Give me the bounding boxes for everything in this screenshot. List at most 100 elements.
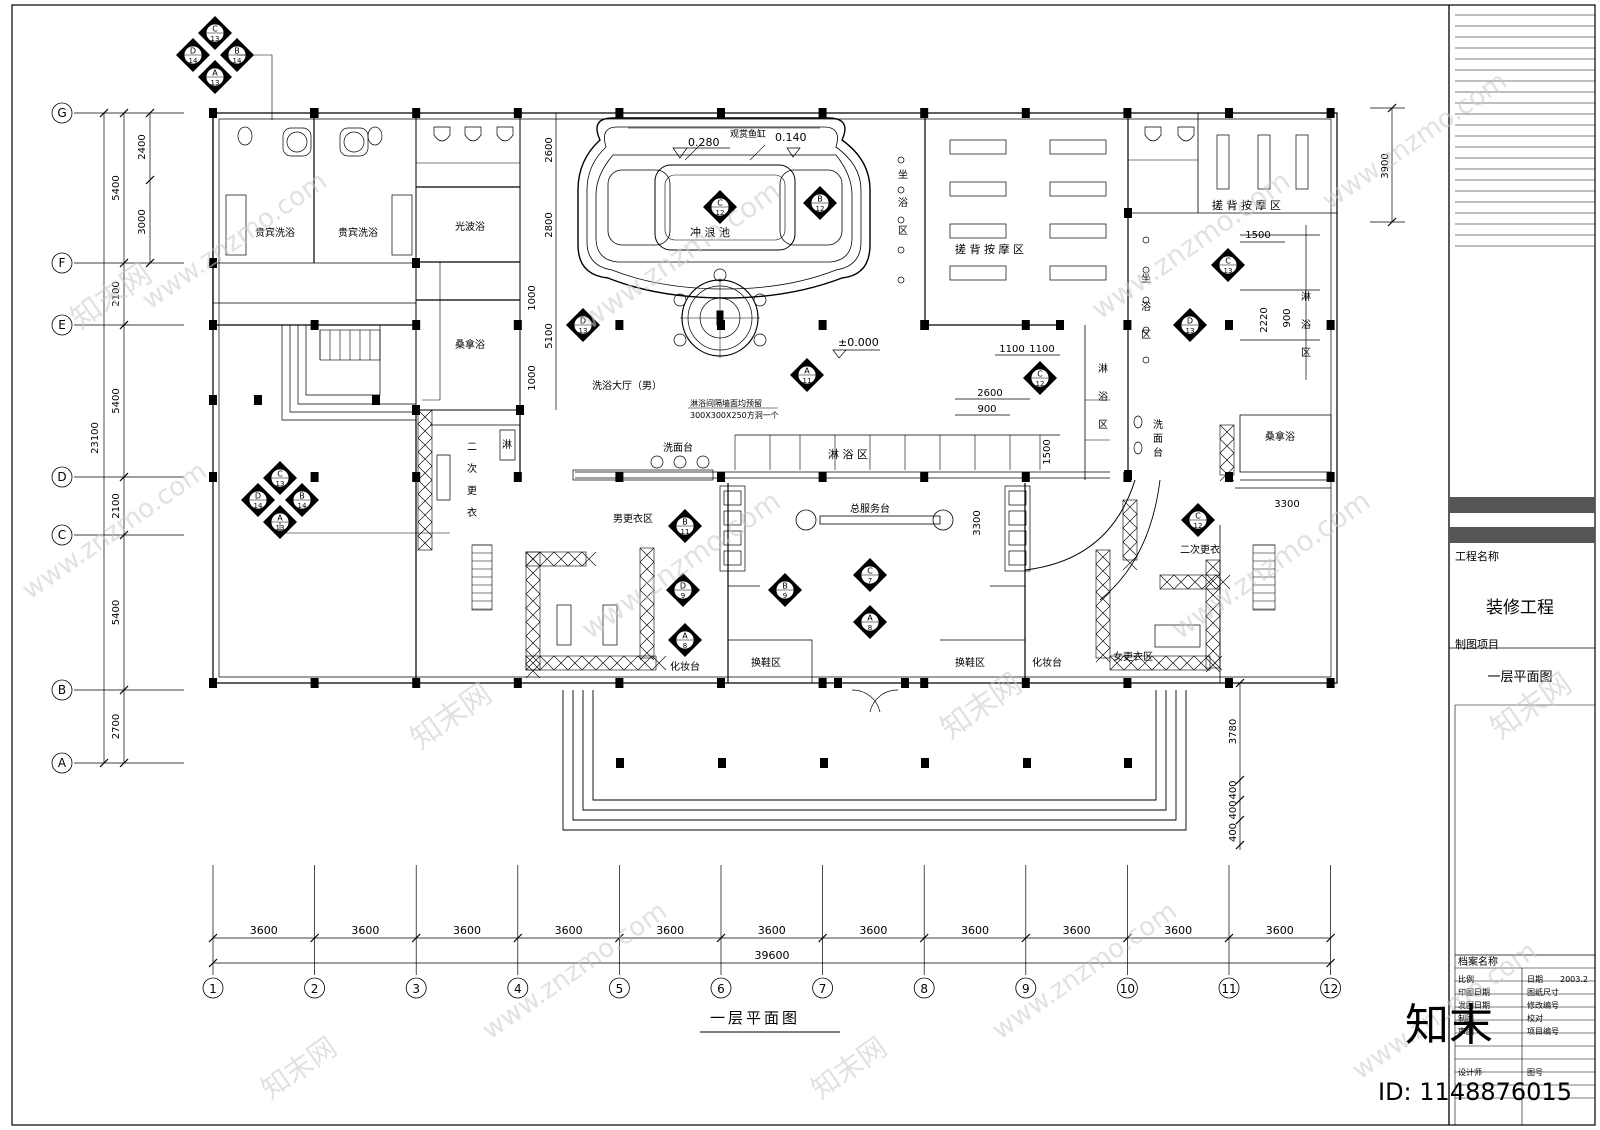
dim-inner: 2600	[544, 137, 555, 162]
column	[412, 258, 420, 268]
svg-text:11: 11	[681, 528, 690, 536]
index-mark-left: D14	[241, 483, 275, 517]
column	[1326, 320, 1335, 330]
structural-columns	[209, 108, 1335, 768]
svg-text:14: 14	[298, 502, 307, 510]
room-vip-bath-1: 贵宾洗浴	[255, 226, 295, 239]
dim-bay: 3600	[859, 924, 887, 937]
watermark-8: 知末网	[405, 676, 499, 756]
column-axis-bubble	[1117, 977, 1138, 999]
room-fish-tank: 观赏鱼缸	[730, 128, 766, 140]
column	[1021, 472, 1030, 482]
index-mark-up: C13	[198, 16, 232, 50]
section-mark: D13	[566, 308, 600, 342]
vertical-label-washbasin_right: 面	[1153, 434, 1163, 445]
column	[921, 320, 929, 330]
watermark-9: 知末网	[935, 666, 1029, 746]
column	[1124, 208, 1132, 218]
column	[920, 108, 929, 118]
row-axis-label: F	[59, 256, 66, 270]
column	[718, 758, 726, 768]
massage-table	[949, 265, 1007, 281]
title-field: 图号	[1527, 1068, 1543, 1077]
column-axis-label: 8	[920, 982, 928, 996]
massage-table	[949, 223, 1007, 239]
column-axis-bubble	[405, 977, 427, 999]
svg-text:8: 8	[683, 642, 687, 650]
room-washbasin: 洗面台	[663, 441, 693, 454]
watermark-4: www.znzmo.com	[575, 174, 786, 336]
column	[818, 320, 827, 330]
svg-text:D: D	[680, 582, 686, 591]
column-axis-label: 7	[819, 982, 827, 996]
project-name-label: 工程名称	[1455, 549, 1499, 563]
column	[1021, 108, 1030, 118]
dim-left: 5400	[111, 600, 122, 625]
fixtures	[225, 126, 1195, 572]
column-axis-label: 2	[311, 982, 319, 996]
column	[310, 472, 319, 482]
index-mark-four-way	[237, 54, 450, 534]
column-axis-bubble	[1015, 977, 1037, 999]
title-field: 日期	[1527, 975, 1543, 984]
row-axis-label: E	[58, 318, 66, 332]
vertical-label-shower_far: 区	[1301, 347, 1311, 359]
column	[1021, 320, 1030, 330]
title-field: 图纸尺寸	[1527, 987, 1559, 997]
toilet	[433, 126, 451, 142]
column	[615, 678, 624, 688]
column	[1225, 472, 1233, 482]
title-field: 项目编号	[1527, 1026, 1559, 1036]
column-axis-bubble	[202, 977, 224, 999]
svg-text:8: 8	[868, 624, 872, 632]
level-pool: 0.280	[688, 136, 720, 149]
vertical-label-shower_right: 淋	[1098, 362, 1108, 375]
column	[717, 108, 725, 118]
column	[1326, 678, 1335, 688]
watermark-id: ID: 1148876015	[1378, 1078, 1572, 1106]
svg-text:13: 13	[579, 327, 588, 335]
room-shoe-left: 换鞋区	[751, 656, 781, 669]
svg-text:A: A	[682, 632, 688, 641]
vertical-label-washbasin_right: 台	[1153, 446, 1163, 459]
column	[1225, 108, 1233, 118]
dim-inner: 900	[977, 404, 996, 415]
section-mark: C13	[1211, 248, 1245, 282]
toilet	[1144, 126, 1162, 142]
vertical-label-shower_far: 浴	[1301, 319, 1311, 331]
vertical-label-shower_right: 区	[1098, 419, 1108, 431]
vertical-label-shower_right: 浴	[1098, 391, 1108, 403]
title-field: 2003.2	[1560, 975, 1588, 984]
room-second-change-right: 二次更衣	[1180, 543, 1220, 556]
watermark-6: www.znzmo.com	[1085, 164, 1296, 326]
massage-tables	[556, 134, 1309, 648]
column-axis-bubble	[609, 977, 630, 999]
column	[1225, 320, 1233, 330]
column-axis-label: 11	[1221, 982, 1236, 996]
column	[1124, 758, 1132, 768]
vertical-label-second_change_left: 次	[467, 462, 477, 475]
svg-text:B: B	[234, 47, 240, 56]
svg-text:C: C	[277, 470, 283, 479]
room-shoe-right: 换鞋区	[955, 656, 985, 669]
archive-label: 档案名称	[1458, 955, 1498, 968]
dim-bay: 3600	[250, 924, 278, 937]
column	[209, 678, 217, 688]
watermark-11: 知末网	[255, 1031, 343, 1106]
level-marks: 0.280 0.140 ±0.000	[672, 131, 880, 359]
vertical-label-shower_far: 淋	[1301, 290, 1311, 303]
svg-text:14: 14	[189, 57, 198, 65]
column	[921, 758, 929, 768]
section-mark: C12	[703, 190, 737, 224]
section-mark: D9	[666, 573, 700, 607]
dim-inner: 1100	[999, 344, 1024, 355]
svg-text:9: 9	[681, 592, 685, 600]
svg-text:C: C	[1225, 257, 1231, 266]
svg-text:A: A	[277, 514, 283, 523]
svg-text:B: B	[682, 518, 688, 527]
row-axis-bubble	[51, 252, 73, 274]
svg-text:14: 14	[233, 57, 242, 65]
